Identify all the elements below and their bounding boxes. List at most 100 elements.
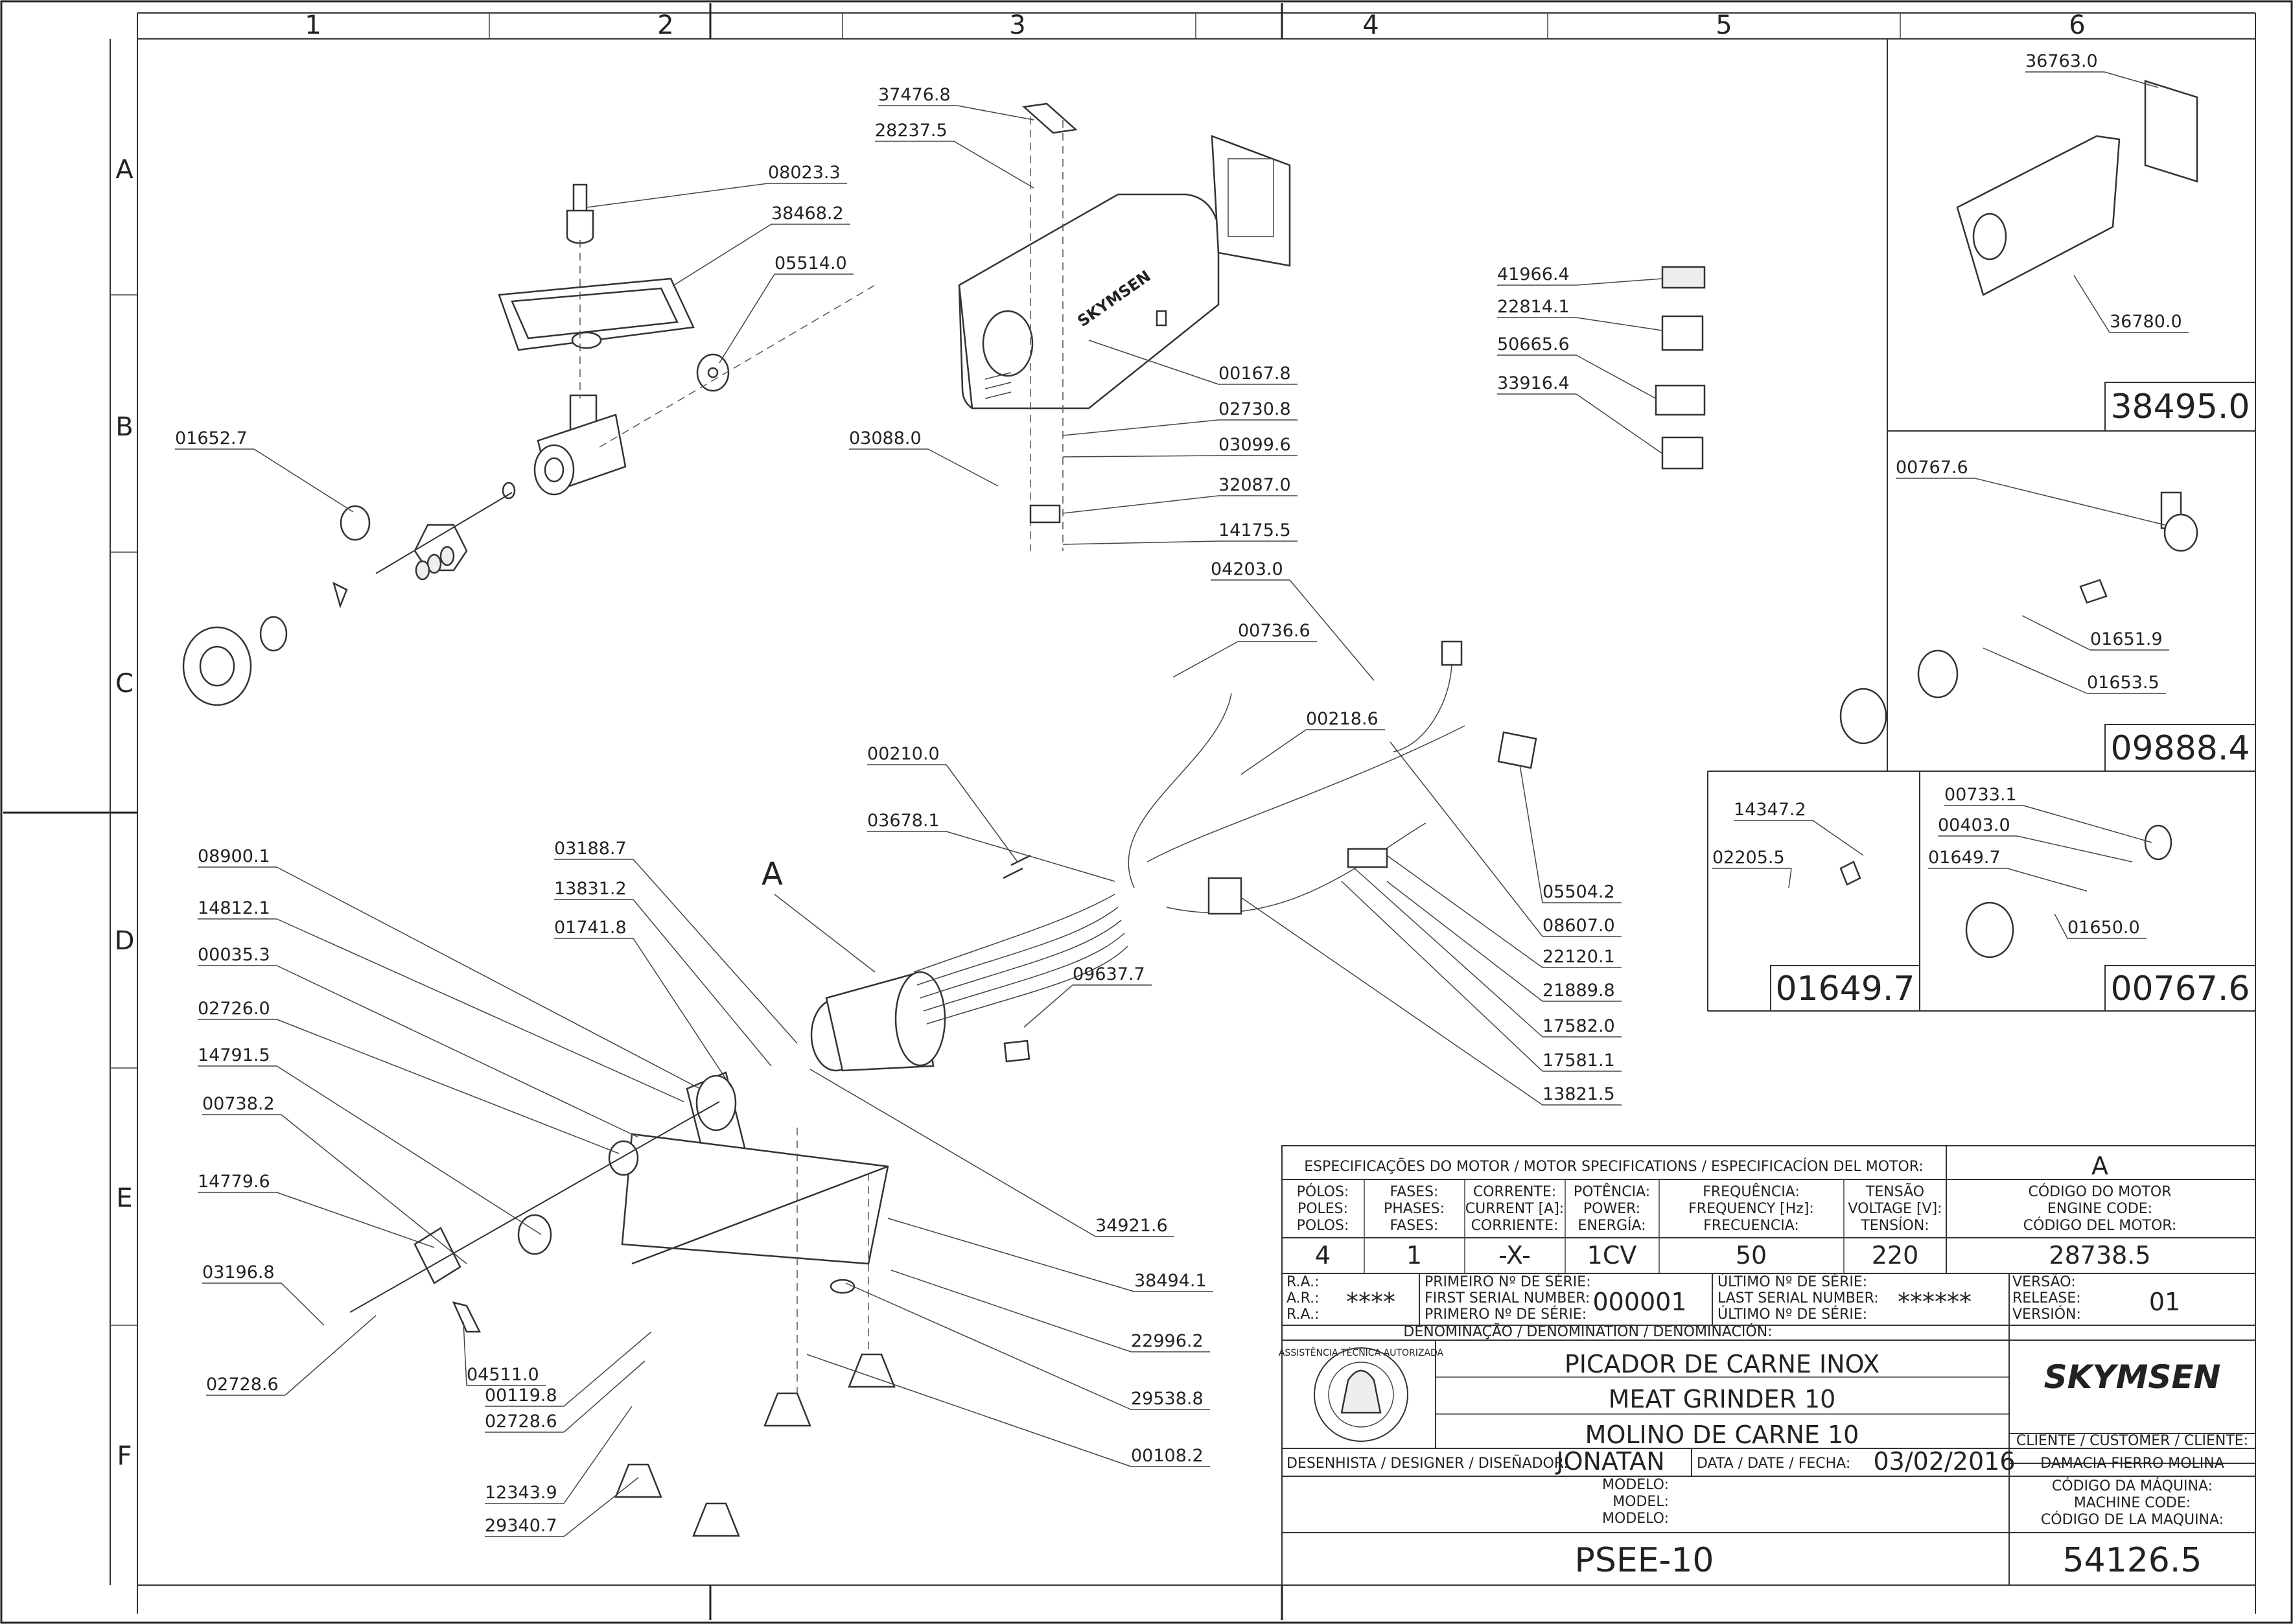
motor-spec-heading: ENERGÍA: (1577, 1217, 1646, 1234)
grid-column-label: 3 (1009, 10, 1025, 40)
callout-leader (2016, 835, 2133, 863)
part-number-label: 00733.1 (1944, 785, 2017, 805)
callout-leader (586, 183, 769, 208)
motor-spec-value: 50 (1736, 1241, 1767, 1270)
callout-leader (1390, 741, 1543, 937)
ra-label-3: R.A.: (1286, 1306, 1320, 1323)
part-callout: 22814.1 (1497, 297, 1663, 331)
part-number-label: 41966.4 (1497, 264, 1570, 284)
part-number-label: 22814.1 (1497, 297, 1570, 317)
motor-and-wiring (810, 640, 1537, 1072)
part-callout: 00108.2 (806, 1354, 1210, 1467)
motor-spec-heading: FREQUÊNCIA: (1703, 1183, 1800, 1200)
motor-spec-heading: POLOS: (1297, 1218, 1349, 1234)
customer-value: DAMACIA FIERRO MOLINA (2040, 1456, 2224, 1472)
callout-leader (563, 1331, 652, 1407)
part-callout: 28237.5 (875, 121, 1034, 189)
model-label-3: MODELO: (1602, 1511, 1669, 1527)
callout-leader (1341, 881, 1543, 1072)
callout-leader (927, 448, 999, 487)
callout-leader (1172, 641, 1239, 678)
part-number-label: 38468.2 (771, 203, 844, 224)
part-number-label: 08023.3 (768, 163, 841, 183)
machine-code-label-3: CÓDIGO DE LA MAQUINA: (2041, 1511, 2224, 1528)
callout-leader (887, 1218, 1135, 1292)
part-callout: 01650.0 (2054, 913, 2147, 939)
denomination-header: DENOMINAÇÃO / DENOMINATION / DENOMINACIÓ… (1403, 1323, 1772, 1340)
part-callout: 09637.7 (1023, 964, 1152, 1028)
grid-row-label: B (115, 412, 133, 442)
part-callout: 00035.3 (198, 945, 639, 1138)
part-number-label: 01652.7 (175, 428, 248, 448)
designer-label: DESENHISTA / DESIGNER / DISEÑADOR: (1286, 1454, 1568, 1472)
grid-column-label: 1 (305, 10, 321, 40)
part-number-label: 00167.8 (1218, 364, 1291, 384)
part-callout: 05504.2 (1519, 764, 1622, 903)
callout-leader (253, 448, 354, 513)
callout-leader (2023, 805, 2152, 843)
callout-leader (633, 859, 798, 1044)
grid-row-label: E (116, 1183, 132, 1213)
part-callout: 21889.8 (1386, 881, 1622, 1002)
callout-leader (2007, 868, 2088, 892)
detail-letter-a: A (762, 856, 783, 892)
part-callout: 14791.5 (198, 1045, 542, 1235)
part-callout: 17582.0 (1354, 868, 1622, 1038)
part-number-label: 00767.6 (1896, 458, 1968, 478)
grid-row-label: D (115, 926, 135, 956)
part-number-label: 14791.5 (198, 1045, 270, 1065)
part-callout: 00767.6 (1896, 458, 2165, 526)
motor-spec-heading: POTÊNCIA: (1574, 1183, 1650, 1200)
callout-leader (633, 938, 733, 1089)
version-label-2: RELEASE: (2012, 1290, 2081, 1306)
callout-leader (719, 273, 775, 364)
part-callout: 02730.8 (1062, 399, 1298, 436)
part-number-label: 00403.0 (1938, 815, 2010, 835)
callout-leader (809, 1069, 1096, 1237)
part-callout: 00210.0 (867, 744, 1018, 863)
part-callout: 03188.7 (554, 839, 798, 1044)
part-number-label: 01741.8 (554, 918, 627, 938)
ra-value: **** (1346, 1288, 1395, 1316)
part-callout: 00736.6 (1172, 621, 1317, 678)
part-number-label: 29538.8 (1131, 1389, 1204, 1409)
part-number-label: 05504.2 (1542, 882, 1615, 902)
first-serial-value: 000001 (1592, 1288, 1686, 1316)
part-number-label: 36763.0 (2025, 51, 2098, 71)
callout-leader (1576, 317, 1663, 331)
product-name-es: MOLINO DE CARNE 10 (1585, 1421, 1859, 1449)
part-callout: 14175.5 (1062, 520, 1298, 545)
callout-leader (276, 1192, 435, 1248)
part-number-label: 13831.2 (554, 879, 627, 899)
motor-housing-assembly: SKYMSEN (958, 102, 1291, 551)
motor-spec-value: -X- (1498, 1241, 1531, 1270)
part-number-label: 29340.7 (485, 1516, 557, 1536)
part-callout: 36780.0 (2073, 275, 2189, 333)
callout-leader (1788, 868, 1792, 888)
part-callout: 00119.8 (485, 1331, 652, 1407)
part-number-label: 21889.8 (1542, 980, 1615, 1001)
part-number-label: 02728.6 (206, 1375, 279, 1395)
callout-leader (281, 1282, 325, 1326)
callout-leader (2054, 913, 2068, 939)
part-callout: 41966.4 (1497, 264, 1663, 286)
motor-spec-heading: CORRIENTE: (1471, 1218, 1559, 1234)
callout-leader (276, 1019, 620, 1154)
part-number-label: 03088.0 (849, 428, 922, 448)
motor-spec-heading: ENGINE CODE: (2047, 1201, 2152, 1217)
part-number-label: 03196.8 (202, 1262, 275, 1282)
callout-leader (276, 918, 684, 1102)
part-number-label: 36780.0 (2110, 312, 2182, 332)
part-callout: 50665.6 (1497, 334, 1657, 399)
motor-spec-value: 1CV (1587, 1241, 1637, 1270)
part-callout: 02726.0 (198, 999, 620, 1154)
part-number-label: 05514.0 (774, 253, 847, 273)
part-callout: 38494.1 (887, 1218, 1213, 1292)
part-callout: 17581.1 (1341, 881, 1622, 1072)
part-callout: 13831.2 (554, 879, 772, 1067)
kit-code: 01649.7 (1775, 969, 1915, 1008)
callout-leader (946, 764, 1018, 863)
part-number-label: 14175.5 (1218, 520, 1291, 540)
